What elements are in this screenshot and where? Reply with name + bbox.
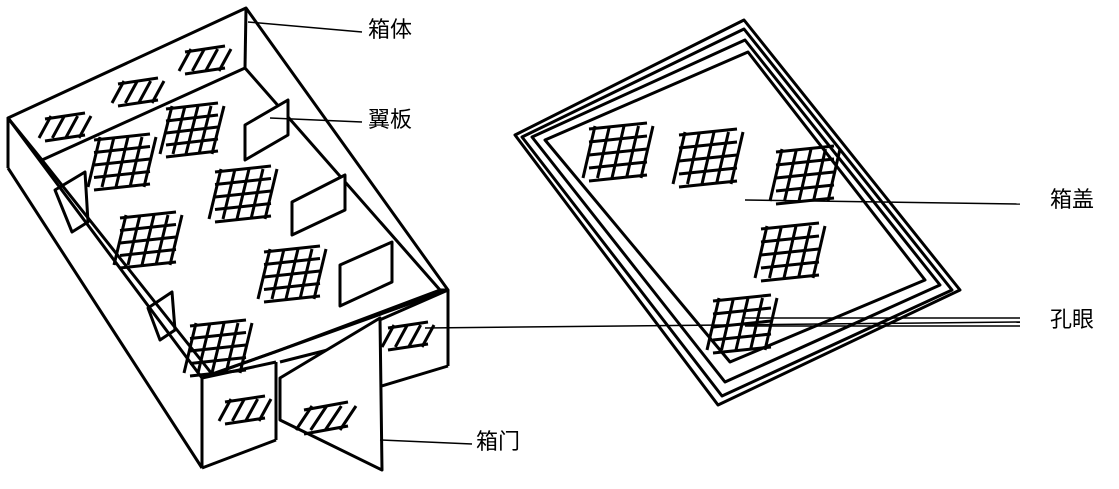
leader-box-lid	[744, 199, 1021, 205]
lid-hole-grid	[753, 221, 827, 283]
label-holes: 孔眼	[1050, 308, 1095, 333]
floor-hole-grid	[112, 210, 184, 270]
wall-hole-grid	[380, 320, 436, 352]
floor-hole-grid	[256, 244, 328, 304]
leader-holes-1	[424, 321, 1021, 329]
leader-box-door	[379, 439, 473, 445]
label-box-door: 箱门	[476, 430, 521, 455]
floor-hole-grid	[86, 132, 158, 192]
lid-hole-grid	[581, 121, 655, 183]
wing-plate-3	[338, 240, 394, 308]
label-wing-plate: 翼板	[368, 108, 413, 133]
lid-hole-grid	[671, 127, 745, 189]
floor-hole-grid	[207, 164, 279, 224]
box-door	[278, 316, 384, 472]
lid-hole-grid	[768, 144, 842, 206]
wall-hole-grid	[217, 394, 273, 426]
label-box-lid: 箱盖	[1050, 188, 1095, 213]
wing-plate-1	[243, 98, 290, 162]
leader-box-body	[247, 21, 363, 33]
leader-wing-plate	[269, 117, 363, 123]
wing-plate-2	[290, 173, 347, 237]
label-box-body: 箱体	[368, 18, 413, 43]
floor-hole-grid	[158, 101, 226, 159]
wall-hole-grid	[37, 111, 93, 143]
box-lid-outline	[513, 18, 962, 407]
wall-hole-grid	[177, 44, 233, 76]
door-hole-grid	[294, 400, 358, 436]
wall-hole-grid	[110, 76, 166, 108]
floor-hole-grid	[182, 318, 254, 378]
